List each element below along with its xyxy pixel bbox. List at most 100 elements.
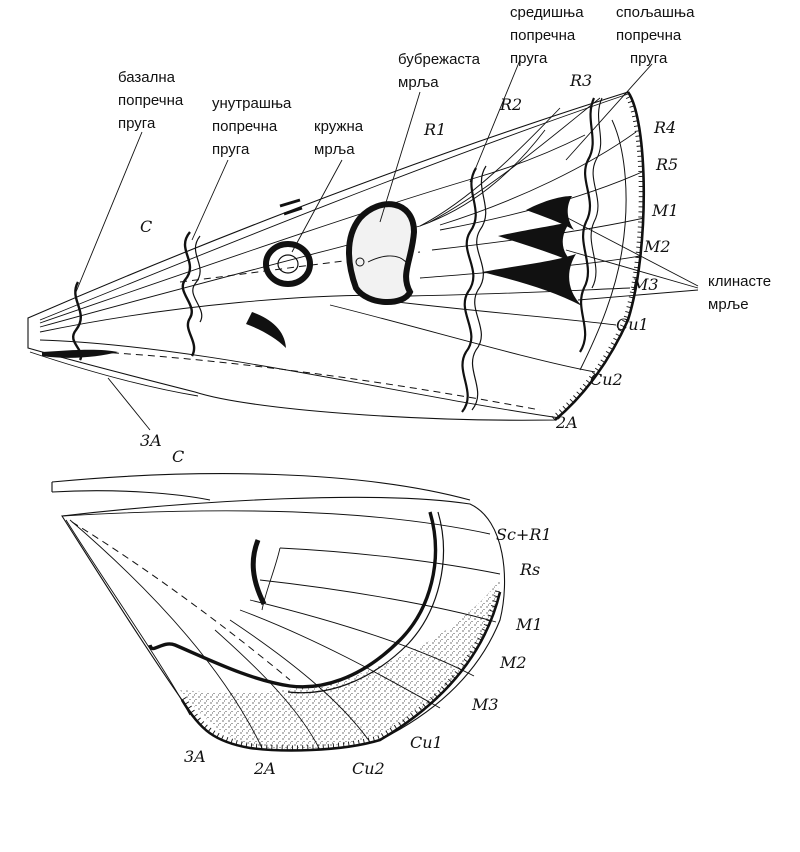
inner-cross-line-2 <box>192 235 203 323</box>
fringe-tick <box>196 717 201 722</box>
fringe-tick <box>634 261 640 264</box>
fringe-tick <box>569 398 574 403</box>
fringe-tick <box>347 741 350 747</box>
reniform-label-2: мрља <box>398 74 439 91</box>
fringe-tick <box>483 623 489 627</box>
fringe-tick <box>418 706 423 712</box>
vein-r1 <box>39 129 546 328</box>
fringe-tick <box>573 395 578 400</box>
median-label-3: пруга <box>510 50 548 67</box>
fringe-tick <box>255 743 258 749</box>
fringe-tick <box>630 286 636 289</box>
annotation-basal-line: базална попречна пруга <box>118 69 184 132</box>
fringe-tick <box>603 355 608 359</box>
annotation-outer-line: спољашња попречна пруга <box>616 4 695 67</box>
fringe-tick <box>211 730 216 736</box>
hw-label-2a: 2A <box>253 759 276 778</box>
fringe-tick <box>620 324 625 328</box>
fringe-tick <box>585 379 591 384</box>
hw-vein-m1 <box>259 579 497 623</box>
fringe-tick <box>479 632 485 637</box>
fringe-tick <box>472 646 477 650</box>
fringe-tick <box>422 703 427 708</box>
fringe-tick <box>437 689 442 695</box>
fringe-tick <box>393 724 398 730</box>
fringe-tick <box>615 333 621 337</box>
orbicular-label-1: кружна <box>314 118 364 135</box>
fringe-tick <box>635 251 641 254</box>
annotation-inner-line: унутрашња попречна пруга <box>212 95 292 158</box>
fringe-tick <box>630 110 636 113</box>
fringe-tick <box>187 705 192 710</box>
fringe-tick <box>597 363 603 368</box>
fringe-tick <box>477 637 482 641</box>
fringe-tick <box>635 135 641 137</box>
fringe-tick <box>631 115 638 118</box>
fw-label-r2: R2 <box>499 95 522 114</box>
fringe-tick <box>216 732 220 738</box>
fringe-tick <box>632 276 638 279</box>
fw-label-2a: 2A <box>555 413 578 432</box>
vein-c <box>39 93 629 321</box>
hindwing-outer-margin <box>180 591 502 752</box>
hw-label-cu1: Cu1 <box>410 733 443 752</box>
hw-label-m2: M2 <box>499 653 527 672</box>
fringe-tick <box>610 342 616 346</box>
fringe-tick <box>451 674 456 679</box>
fringe-tick <box>398 722 402 727</box>
annotation-median-line: средишња попречна пруга <box>510 4 584 67</box>
fringe-tick <box>490 604 496 608</box>
fw-label-r5: R5 <box>655 155 678 174</box>
fringe-tick <box>200 721 205 726</box>
median-cross-line-2 <box>471 165 487 411</box>
fringe-tick <box>466 654 472 659</box>
fringe-tick <box>628 296 634 299</box>
fringe-tick <box>633 271 639 274</box>
leader-wedge-1 <box>559 213 699 287</box>
fringe-tick <box>617 328 623 332</box>
fringe-tick <box>414 709 419 715</box>
fringe-tick <box>454 671 460 675</box>
wedge-spot-3 <box>482 254 582 306</box>
leader-basal <box>75 131 143 293</box>
hindwing-vein-labels: C Sc+R1 Rs M1 M2 M3 Cu1 Cu2 2A 3A <box>172 447 552 778</box>
fringe-tick <box>190 709 195 714</box>
hw-label-cu2: Cu2 <box>352 759 385 778</box>
fringe-tick <box>594 367 600 372</box>
basal-line-label-1: базална <box>118 69 176 86</box>
outer-label-3: пруга <box>630 50 668 67</box>
hindwing <box>51 473 506 752</box>
fringe-tick <box>636 140 642 142</box>
hw-label-rs: Rs <box>519 560 540 579</box>
fringe-tick <box>485 619 491 622</box>
fringe-tick <box>220 735 224 740</box>
fringe-tick <box>481 628 487 632</box>
fringe-tick <box>558 409 563 414</box>
hw-vein-rs <box>279 547 501 575</box>
inner-cross-line <box>181 231 196 357</box>
fringe-tick <box>372 736 375 742</box>
hindwing-discal-mark <box>250 539 267 606</box>
fringe-tick <box>381 733 385 738</box>
fringe-tick <box>608 346 614 350</box>
fringe-tick <box>245 742 248 748</box>
vein-m3 <box>409 287 631 297</box>
leader-wedge-3 <box>577 289 699 301</box>
hw-label-3a: 3A <box>184 747 206 766</box>
fringe-tick <box>635 256 641 259</box>
fringe-tick <box>625 310 631 314</box>
fringe-tick <box>377 735 380 741</box>
fringe-tick <box>493 595 499 598</box>
fringe-tick <box>207 727 212 733</box>
fringe-tick <box>444 682 449 687</box>
fw-label-cu1: Cu1 <box>616 315 649 334</box>
fringe-tick <box>353 740 355 746</box>
fringe-tick <box>193 713 198 718</box>
forewing-marginal-band <box>579 119 627 371</box>
fringe-tick <box>605 350 611 355</box>
median-label-1: средишња <box>510 4 584 21</box>
fringe-tick <box>460 663 466 667</box>
wedge-spot-1 <box>526 196 574 230</box>
hindwing-stippled-band <box>180 580 500 749</box>
